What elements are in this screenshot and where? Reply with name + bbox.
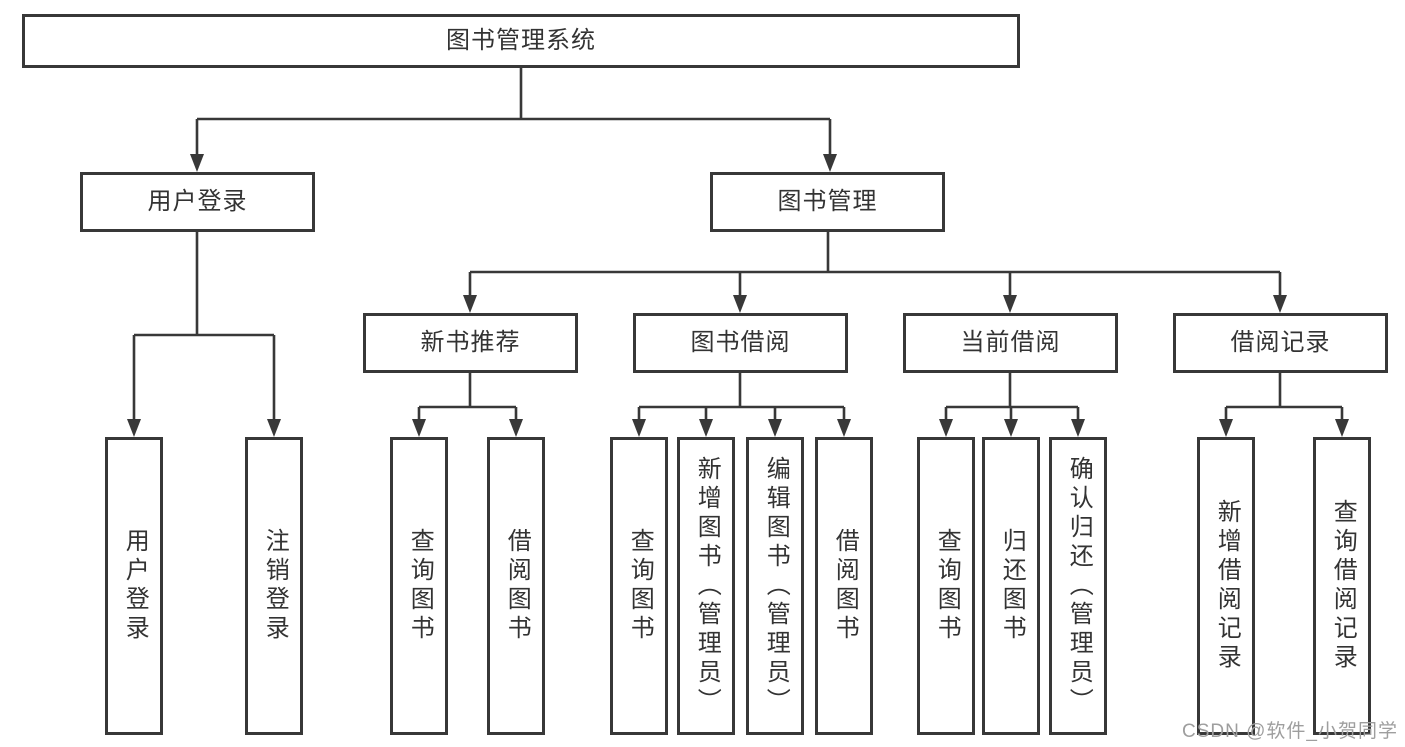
leaf-edit-books-admin: 编辑图书（管理员）: [746, 437, 804, 735]
node-book-borrow: 图书借阅: [633, 313, 848, 373]
leaf-add-books-admin: 新增图书（管理员）: [677, 437, 735, 735]
node-book-management: 图书管理: [710, 172, 945, 232]
node-borrow-records: 借阅记录: [1173, 313, 1388, 373]
leaf-query-books-borrow: 查询图书: [610, 437, 668, 735]
node-current-borrow: 当前借阅: [903, 313, 1118, 373]
leaf-query-borrow-record: 查询借阅记录: [1313, 437, 1371, 735]
leaf-query-books-current: 查询图书: [917, 437, 975, 735]
node-user-login: 用户登录: [80, 172, 315, 232]
arrowheads: [127, 154, 1349, 437]
leaf-add-borrow-record: 新增借阅记录: [1197, 437, 1255, 735]
leaf-query-books-recommend: 查询图书: [390, 437, 448, 735]
leaf-user-login: 用户登录: [105, 437, 163, 735]
node-new-book-recommend: 新书推荐: [363, 313, 578, 373]
node-library-management-system: 图书管理系统: [22, 14, 1020, 68]
leaf-confirm-return-admin: 确认归还（管理员）: [1049, 437, 1107, 735]
leaf-return-books: 归还图书: [982, 437, 1040, 735]
connector-paths: [132, 68, 1344, 421]
leaf-borrow-books: 借阅图书: [815, 437, 873, 735]
leaf-logout: 注销登录: [245, 437, 303, 735]
leaf-borrow-books-recommend: 借阅图书: [487, 437, 545, 735]
csdn-watermark: CSDN @软件_小贺同学: [1182, 721, 1398, 742]
